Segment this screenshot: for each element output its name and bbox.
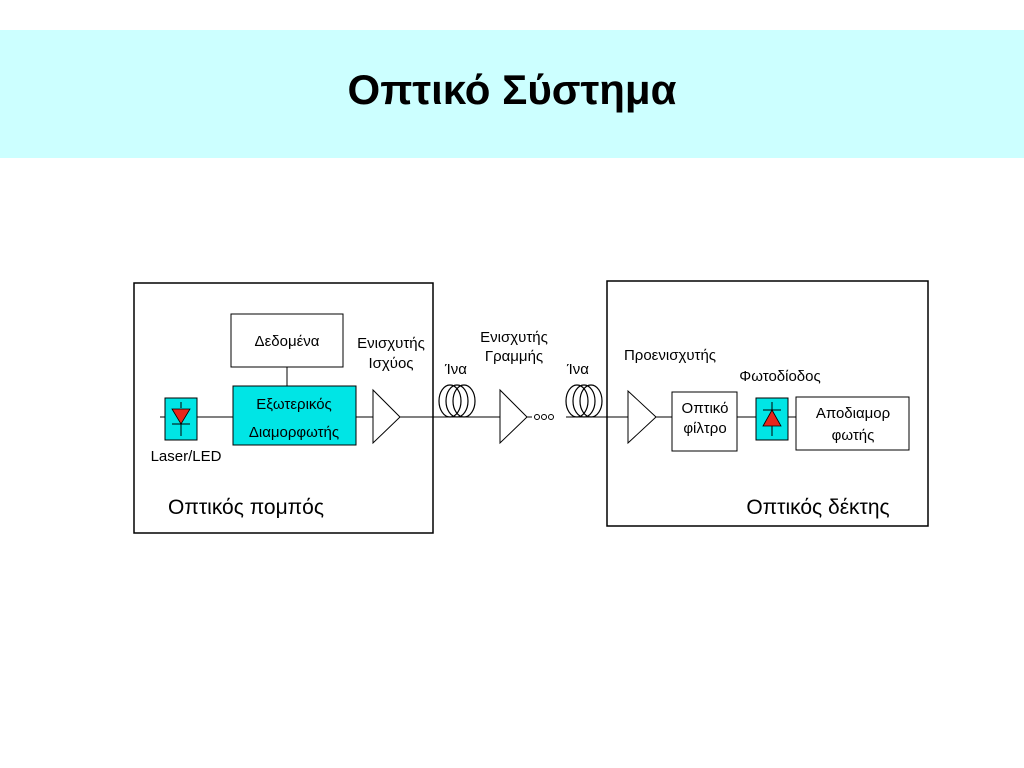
demod-label-line1: Αποδιαμορ [816,405,890,422]
receiver-box [606,280,929,527]
power-amp-label-line1: Ενισχυτής [357,335,425,352]
demodulator-block [795,396,910,451]
title-band [0,30,1024,158]
filter-label-line1: Οπτικό [682,400,729,417]
fiber-label-2: Ίνα [566,361,589,378]
modulator-label-line1: Εξωτερικός [256,396,332,413]
external-modulator-block [232,385,357,446]
preamp-label: Προενισχυτής [624,347,716,364]
preamplifier-triangle [627,389,657,445]
fiber-coil-2 [565,384,603,418]
modulator-label-line2: Διαμορφωτής [249,424,339,441]
line-amp-label-line1: Ενισχυτής [480,329,548,346]
power-amp-label-line2: Ισχύος [368,355,413,372]
fiber-coil-1 [438,384,476,418]
fiber-label-1: Ίνα [444,361,467,378]
data-block [230,313,344,368]
demod-label-line2: φωτής [832,427,875,444]
line-amp-label-line2: Γραμμής [485,348,543,365]
line-amplifier-triangle [499,388,528,445]
transmitter-label: Οπτικός πομπός [168,496,324,519]
data-block-label: Δεδομένα [255,333,320,350]
photodiode-label: Φωτοδίοδος [739,368,820,385]
ellipsis-dots [534,414,554,420]
laser-led-triangle [171,408,191,425]
filter-label-line2: φίλτρο [683,420,726,437]
transmitter-box [133,282,434,534]
receiver-label: Οπτικός δέκτης [746,496,889,519]
slide-title: Οπτικό Σύστημα [347,66,677,113]
optical-filter-block [671,391,738,452]
laser-led-label: Laser/LED [151,448,222,465]
power-amplifier-triangle [372,388,401,445]
